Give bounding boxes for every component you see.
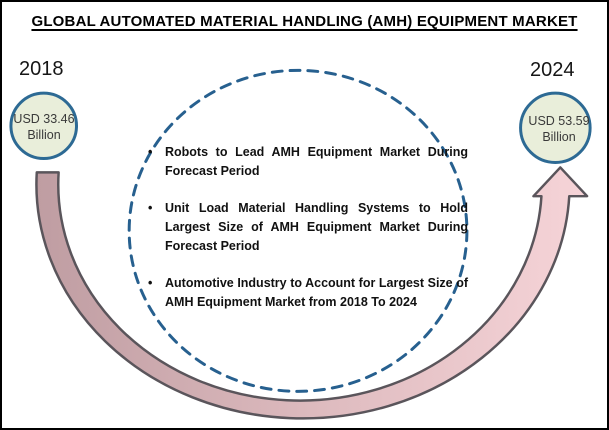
key-insights-list: • Robots to Lead AMH Equipment Market Du… xyxy=(148,143,468,330)
bullet-marker-icon: • xyxy=(148,145,153,159)
dashed-ellipse xyxy=(127,68,469,393)
list-item: • Robots to Lead AMH Equipment Market Du… xyxy=(148,143,468,181)
insight-automotive: Automotive Industry to Account for Large… xyxy=(165,276,468,309)
end-market-value: USD 53.59 Billion xyxy=(522,94,596,164)
list-item: • Automotive Industry to Account for Lar… xyxy=(148,274,468,312)
end-value-text: USD 53.59 xyxy=(528,113,590,128)
market-2024-circle xyxy=(519,91,592,164)
start-market-value: USD 33.46 Billion xyxy=(9,94,79,160)
bullet-marker-icon: • xyxy=(148,201,153,215)
end-unit-text: Billion xyxy=(542,130,576,144)
list-item: • Unit Load Material Handling Systems to… xyxy=(148,199,468,256)
insight-robots: Robots to Lead AMH Equipment Market Duri… xyxy=(165,145,468,178)
insight-unit-load: Unit Load Material Handling Systems to H… xyxy=(165,201,468,253)
end-year-label: 2024 xyxy=(530,59,575,81)
start-year-label: 2018 xyxy=(19,58,64,80)
start-unit-text: Billion xyxy=(27,128,61,142)
growth-arrow xyxy=(35,166,589,420)
market-2018-circle xyxy=(9,91,78,161)
page-title: GLOBAL AUTOMATED MATERIAL HANDLING (AMH)… xyxy=(31,13,578,30)
bullet-marker-icon: • xyxy=(148,276,153,290)
start-value-text: USD 33.46 xyxy=(13,111,75,126)
